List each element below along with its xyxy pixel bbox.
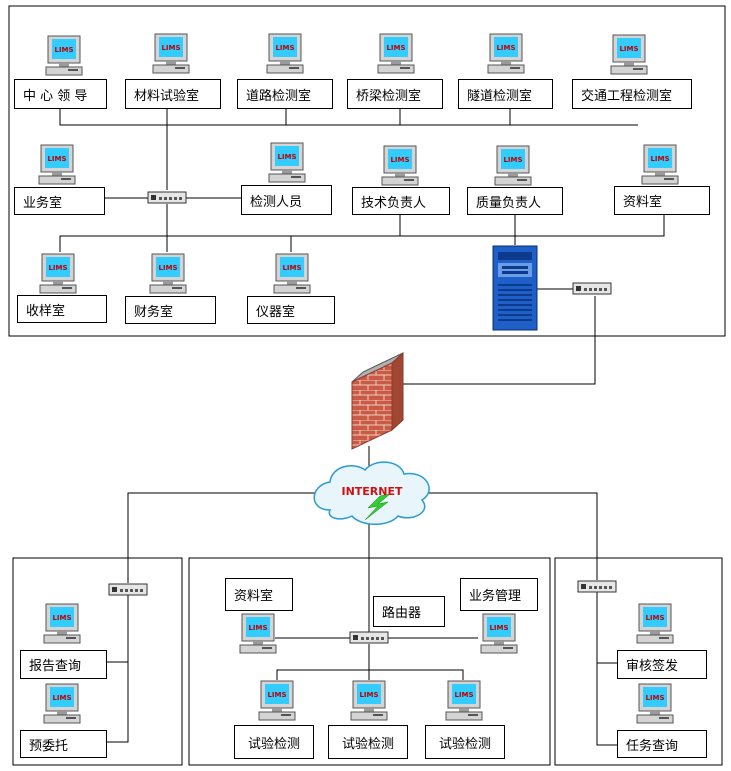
label-quality-head: 质量负责人: [467, 187, 563, 215]
label-sample-room: 收样室: [17, 295, 107, 323]
internet-cloud-icon: INTERNET: [313, 461, 430, 525]
connection-lines: [59, 109, 665, 746]
label-materials-lab: 材料试验室: [125, 79, 221, 109]
computer-icon: [43, 683, 81, 724]
computer-icon: [149, 253, 187, 294]
network-hub-icon: [108, 583, 148, 596]
label-task-query: 任务查询: [617, 730, 707, 758]
label-archive-room: 资料室: [614, 186, 710, 215]
computer-icon: [480, 613, 518, 654]
label-finance-room: 财务室: [125, 296, 216, 324]
top-network-box: [8, 5, 726, 337]
router-icon: [349, 631, 389, 644]
label-pre-commission: 预委托: [20, 730, 107, 758]
network-hub-icon: [577, 580, 617, 593]
computer-icon: [636, 603, 674, 644]
label-traffic-engineering: 交通工程检测室: [572, 79, 692, 109]
bottom-left-box: [12, 557, 183, 766]
label-test-detection-2: 试验检测: [328, 725, 408, 759]
network-hub-icon: [147, 191, 187, 204]
computer-icon: [239, 613, 277, 654]
label-road-test: 道路检测室: [237, 79, 333, 109]
label-test-detection-1: 试验检测: [234, 725, 314, 759]
computer-icon: [445, 680, 483, 721]
computer-icon: [381, 145, 419, 186]
computer-icon: [266, 33, 304, 74]
label-test-detection-3: 试验检测: [425, 725, 505, 759]
label-business-management: 业务管理: [460, 578, 538, 611]
bottom-right-box: [554, 557, 723, 766]
computer-icon: [39, 253, 77, 294]
label-archive-room-bottom: 资料室: [225, 578, 293, 611]
computer-icon: [350, 680, 388, 721]
label-bridge-test: 桥梁检测室: [347, 79, 443, 109]
computer-icon: [641, 144, 679, 185]
computer-icon: [43, 603, 81, 644]
computer-icon: [377, 33, 415, 74]
computer-icon: [38, 144, 76, 185]
label-report-query: 报告查询: [20, 650, 107, 679]
label-review-issue: 审核签发: [617, 650, 707, 679]
computer-icon: [152, 33, 190, 74]
label-instrument-room: 仪器室: [247, 296, 335, 324]
label-center-leader: 中 心 领 导: [14, 79, 107, 109]
computer-icon: [268, 142, 306, 183]
label-router: 路由器: [373, 596, 445, 627]
computer-icon: [45, 35, 83, 76]
computer-icon: [610, 34, 648, 75]
label-tunnel-test: 隧道检测室: [458, 79, 553, 109]
network-hub-icon: [572, 282, 612, 295]
server-icon: [492, 245, 538, 331]
label-test-staff: 检测人员: [241, 185, 332, 215]
computer-icon: [494, 145, 532, 186]
computer-icon: [487, 33, 525, 74]
computer-icon: [636, 683, 674, 724]
label-technical-head: 技术负责人: [352, 187, 450, 215]
computer-icon: [273, 253, 311, 294]
firewall-icon: [351, 351, 404, 450]
computer-icon: [258, 680, 296, 721]
internet-label: INTERNET: [341, 485, 403, 498]
label-business-office: 业务室: [14, 187, 105, 215]
